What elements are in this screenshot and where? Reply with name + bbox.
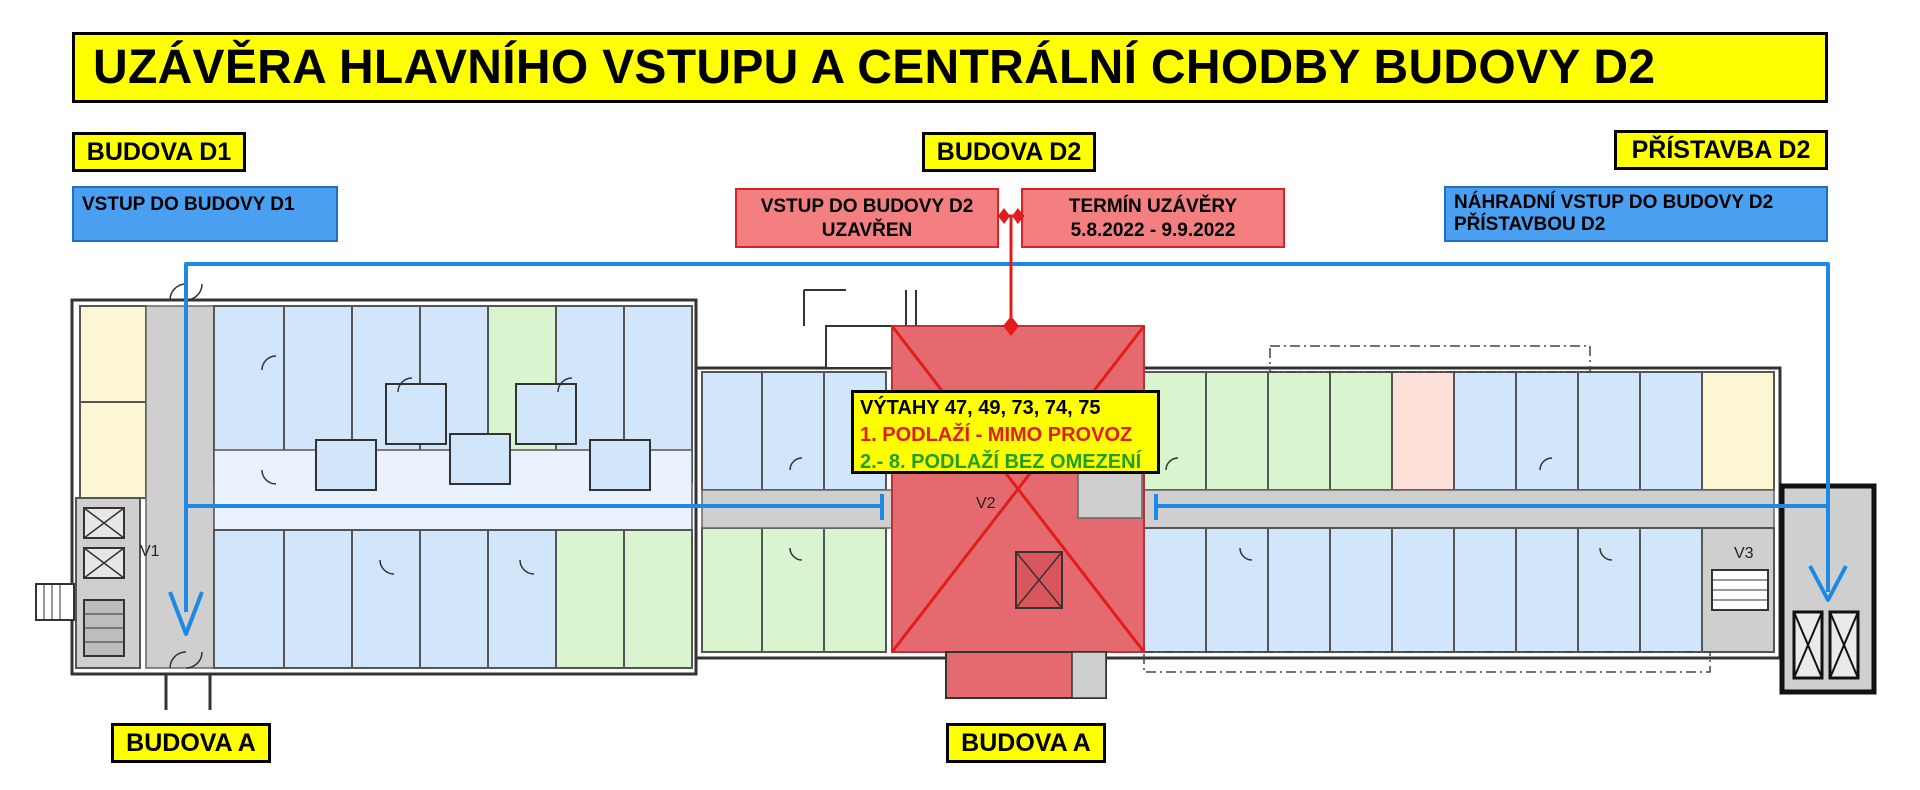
building-d2-plan <box>694 289 1782 673</box>
closure-markers <box>998 208 1024 336</box>
arrowhead-down-left <box>168 591 204 636</box>
d2-alternate-entrance-line2: PŘÍSTAVBOU D2 <box>1454 214 1606 235</box>
diamond-marker-right <box>1012 208 1024 224</box>
d2-entrance-closed-box: VSTUP DO BUDOVY D2 UZAVŘEN <box>735 188 999 248</box>
elevator-info-line1: VÝTAHY 47, 49, 73, 74, 75 <box>860 397 1101 419</box>
building-d1-plan <box>35 283 698 710</box>
building-label-d1: BUDOVA D1 <box>72 132 246 172</box>
closure-term-box: TERMÍN UZÁVĚRY 5.8.2022 - 9.9.2022 <box>1021 188 1285 248</box>
building-label-a-center: BUDOVA A <box>946 723 1106 763</box>
arrowhead-down-right <box>1808 565 1848 602</box>
diamond-marker-left <box>998 208 1010 224</box>
building-label-d2: BUDOVA D2 <box>922 132 1096 172</box>
d1-entrance-box: VSTUP DO BUDOVY D1 <box>72 186 338 242</box>
d2-entrance-closed-line2: UZAVŘEN <box>821 220 913 241</box>
building-label-a-left: BUDOVA A <box>111 723 271 763</box>
route-line-top <box>184 262 1830 612</box>
closure-term-line2: 5.8.2022 - 9.9.2022 <box>1070 220 1236 241</box>
stair-label-v3: V3 <box>1734 545 1754 562</box>
route-arrows <box>168 262 1848 636</box>
d2-alternate-entrance-box: NÁHRADNÍ VSTUP DO BUDOVY D2 PŘÍSTAVBOU D… <box>1444 186 1828 242</box>
elevator-info-box: VÝTAHY 47, 49, 73, 74, 75 1. PODLAŽÍ - M… <box>851 390 1160 474</box>
closure-term-line1: TERMÍN UZÁVĚRY <box>1068 196 1238 217</box>
d2-entrance-closed-line1: VSTUP DO BUDOVY D2 <box>760 196 974 217</box>
closed-area <box>890 325 1146 699</box>
building-label-annex-d2: PŘÍSTAVBA D2 <box>1614 130 1828 170</box>
diamond-marker-entrance <box>1003 316 1019 336</box>
page-title: UZÁVĚRA HLAVNÍHO VSTUPU A CENTRÁLNÍ CHOD… <box>72 32 1828 103</box>
elevator-info-line3: 2.- 8. PODLAŽÍ BEZ OMEZENÍ <box>860 451 1142 473</box>
stair-label-v1: V1 <box>140 543 160 560</box>
d1-entrance-label: VSTUP DO BUDOVY D1 <box>82 194 295 215</box>
d2-alternate-entrance-line1: NÁHRADNÍ VSTUP DO BUDOVY D2 <box>1454 192 1774 213</box>
elevator-info-line2: 1. PODLAŽÍ - MIMO PROVOZ <box>860 424 1133 446</box>
stair-label-v2: V2 <box>976 495 996 512</box>
